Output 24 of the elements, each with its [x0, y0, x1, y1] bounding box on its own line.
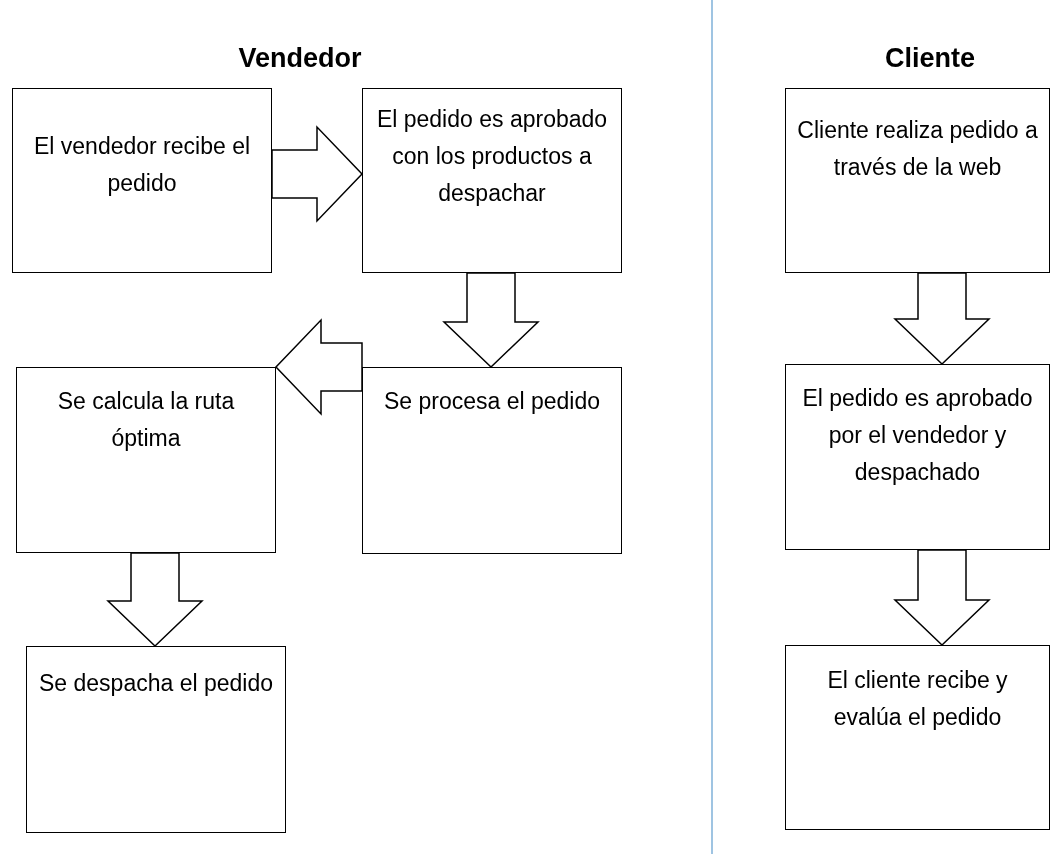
step-text: El pedido es aprobado por el vendedor y despachado: [801, 384, 1034, 487]
lane-heading: Cliente: [885, 41, 975, 75]
block-arrow: [274, 318, 363, 416]
block-arrow: [893, 272, 991, 366]
process-box: [26, 646, 286, 833]
step-text: Se despacha el pedido: [39, 669, 273, 698]
process-box: [362, 88, 622, 273]
process-box: [785, 645, 1050, 830]
step-text: El pedido es aprobado con los productos a despachar: [375, 105, 609, 208]
step-text: El vendedor recibe el pedido: [32, 132, 252, 198]
process-box: [785, 364, 1050, 550]
block-arrow: [271, 125, 364, 223]
block-arrow: [442, 272, 540, 369]
process-box: [362, 367, 622, 554]
block-arrow: [893, 549, 991, 647]
step-text: Cliente realiza pedido a través de la web: [796, 116, 1039, 182]
process-box: [785, 88, 1050, 273]
step-text: El cliente recibe y evalúa el pedido: [826, 666, 1009, 732]
step-text: Se calcula la ruta óptima: [56, 387, 236, 453]
process-box: [16, 367, 276, 553]
step-text: Se procesa el pedido: [383, 387, 601, 416]
lane-heading: Vendedor: [238, 41, 362, 75]
block-arrow: [106, 552, 204, 648]
process-box: [12, 88, 272, 273]
